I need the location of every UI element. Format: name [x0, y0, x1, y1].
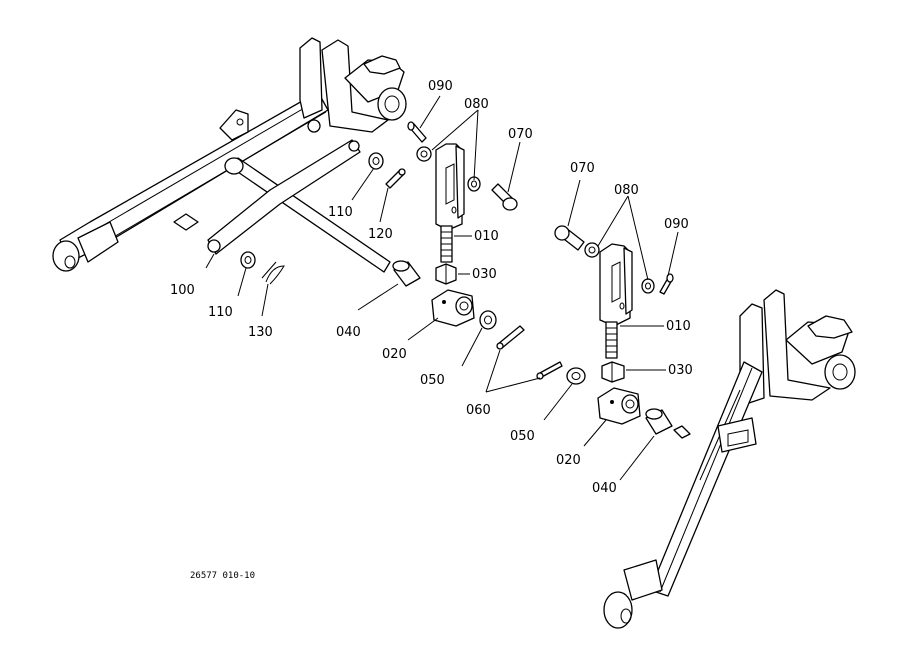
- callout-110-upper: 110: [328, 205, 353, 220]
- callout-010-right: 010: [666, 319, 691, 334]
- washer-050-left: [479, 310, 497, 330]
- callout-120: 120: [368, 227, 393, 242]
- callout-030-right: 030: [668, 363, 693, 378]
- cotter-pin-060-right: [536, 361, 563, 380]
- left-lower-link-arm: [52, 37, 407, 272]
- callout-090-right: 090: [664, 217, 689, 232]
- block-020-right: [597, 387, 641, 425]
- clevis-010-left: [435, 143, 465, 263]
- pin-070-right: [554, 225, 585, 251]
- block-020-left: [431, 289, 475, 327]
- callout-090-left: 090: [428, 79, 453, 94]
- cotter-pin-120: [385, 168, 406, 189]
- washer-110-lower: [240, 251, 256, 269]
- callout-010-left: 010: [474, 229, 499, 244]
- cotter-pin-090-right: [659, 273, 674, 295]
- washer-050-right: [566, 367, 586, 385]
- callout-060: 060: [466, 403, 491, 418]
- leader-lines: [205, 95, 679, 481]
- callout-070-right: 070: [570, 161, 595, 176]
- callout-070-left: 070: [508, 127, 533, 142]
- callout-050-left: 050: [420, 373, 445, 388]
- clip-130: [261, 261, 285, 285]
- cotter-pin-060-left: [496, 325, 525, 350]
- callout-020-left: 020: [382, 347, 407, 362]
- callout-020-right: 020: [556, 453, 581, 468]
- callout-030-left: 030: [472, 267, 497, 282]
- nut-030-right: [601, 361, 625, 383]
- cotter-pin-090-left: [407, 121, 427, 143]
- nut-030-left: [435, 263, 457, 285]
- right-lower-link-arm: [603, 289, 856, 629]
- washer-110-upper: [368, 152, 384, 170]
- callout-050-right: 050: [510, 429, 535, 444]
- washer-080-right-a: [584, 242, 600, 258]
- washer-080-left-a: [416, 146, 432, 162]
- pin-070-left: [491, 183, 518, 211]
- clevis-010-right: [599, 243, 633, 359]
- callout-040-left: 040: [336, 325, 361, 340]
- callout-110-lower: 110: [208, 305, 233, 320]
- callout-080-right: 080: [614, 183, 639, 198]
- callout-130: 130: [248, 325, 273, 340]
- flat-link-100: [207, 139, 361, 255]
- callout-040-right: 040: [592, 481, 617, 496]
- bushing-040-left: [392, 260, 421, 287]
- left-shaft-pin: [173, 157, 391, 273]
- bushing-040-right: [645, 408, 691, 439]
- washer-080-right-b: [641, 278, 655, 294]
- callout-labels: 090 080 070 110 120 010 100 030 110 130 …: [170, 79, 693, 496]
- reference-code: 26577 010-10: [190, 571, 255, 581]
- callout-100: 100: [170, 283, 195, 298]
- callout-080-left: 080: [464, 97, 489, 112]
